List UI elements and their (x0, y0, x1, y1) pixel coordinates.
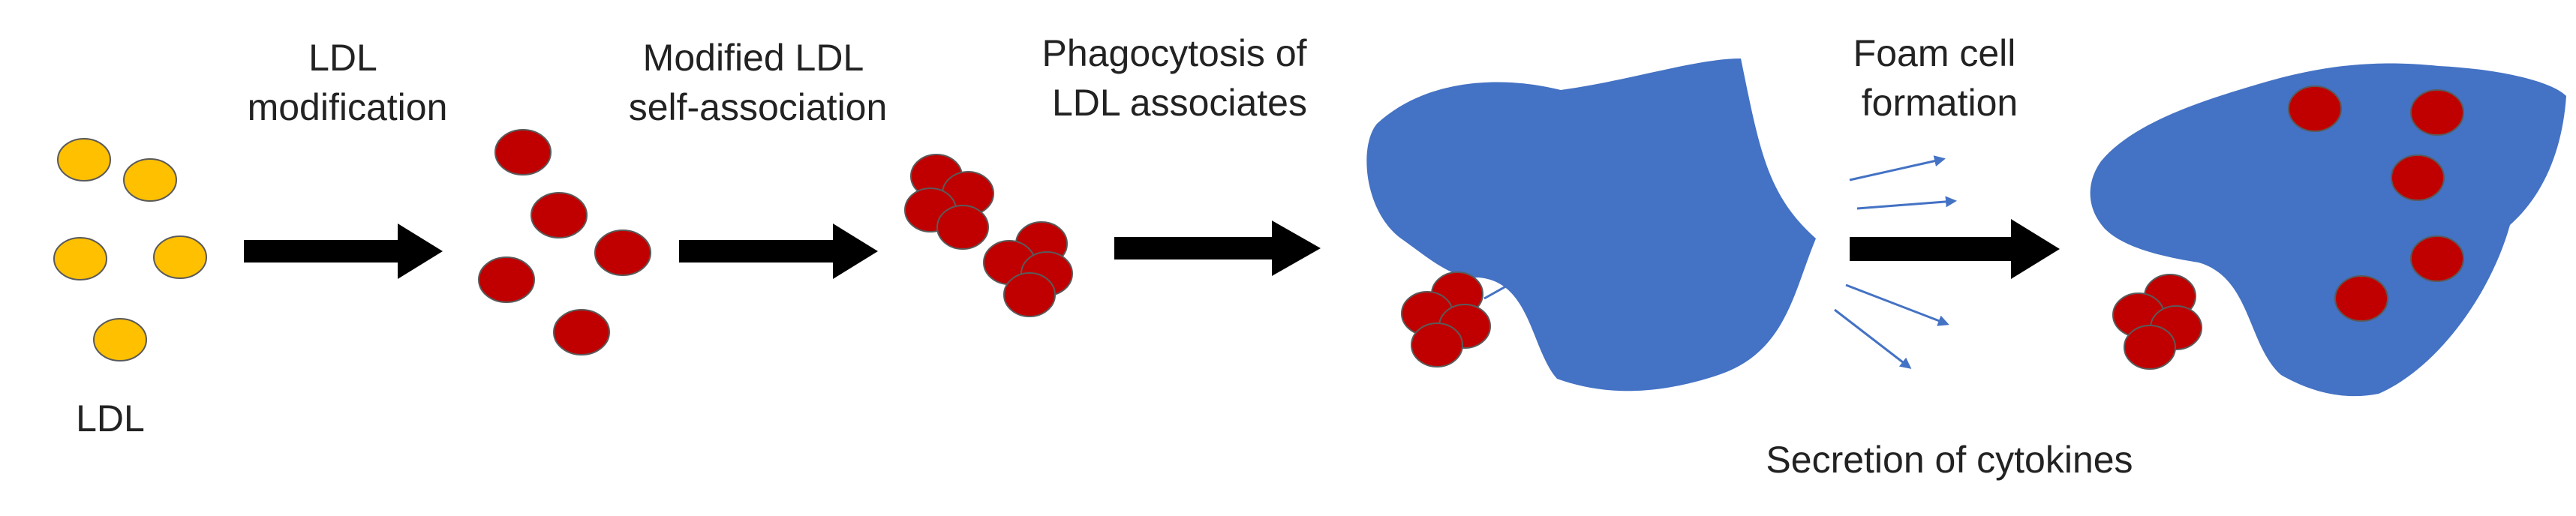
modified-ldl-particle (531, 192, 588, 238)
modified-ldl-particle (494, 129, 552, 176)
modified-ldl-particle (2410, 236, 2464, 282)
modified-ldl-particle (2124, 325, 2176, 370)
process-arrow (244, 224, 443, 279)
foam-cell (2090, 63, 2566, 397)
cytokine-arrow (1845, 284, 1949, 326)
secretion-of-cytokines-label: Secretion of cytokines (1766, 439, 2133, 481)
uptake-arrow (1483, 276, 1524, 300)
phagocytosis-label: Phagocytosis of LDL associates (1042, 32, 1318, 124)
modified-ldl-self-association-label: Modified LDL self-association (629, 37, 888, 128)
modified-ldl-particle (1003, 272, 1056, 317)
cytokine-arrow (1834, 308, 1912, 369)
ldl-particles (53, 138, 207, 362)
cytokine-arrow (1856, 196, 1957, 210)
ldl-associate-cluster (904, 154, 994, 250)
modified-ldl-particle (594, 230, 651, 276)
modified-ldl-particle (1411, 322, 1463, 368)
ldl-associate-cluster (2112, 274, 2202, 370)
process-arrow (1850, 219, 2060, 279)
cytokine-arrow (1849, 155, 1946, 182)
macrophage-cell (1366, 58, 1816, 392)
ldl-particle (123, 158, 177, 202)
ldl-associate-cluster (983, 221, 1073, 317)
ldl-particle (93, 318, 147, 362)
modified-ldl-particles (478, 129, 651, 356)
modified-ldl-particle (2288, 86, 2342, 132)
foam-cell-formation-label: Foam cell formation (1853, 32, 2027, 124)
modified-ldl-particle (2391, 154, 2445, 201)
modified-ldl-particle (553, 309, 610, 356)
ldl-label: LDL (76, 398, 145, 440)
ldl-particle (53, 237, 107, 280)
modified-ldl-particle (2410, 89, 2464, 136)
ldl-associate-cluster (1401, 272, 1491, 368)
ldl-particle (153, 236, 207, 279)
modified-ldl-particle (2334, 275, 2388, 322)
modified-ldl-particle (936, 205, 989, 250)
process-arrow (1114, 220, 1321, 276)
modified-ldl-particle (478, 256, 535, 303)
ldl-particle (57, 138, 111, 182)
internalized-ldl (2288, 86, 2464, 322)
ldl-modification-label: LDL modification (248, 37, 448, 128)
process-arrow (679, 224, 878, 279)
cytokine-arrows (1834, 155, 1957, 369)
